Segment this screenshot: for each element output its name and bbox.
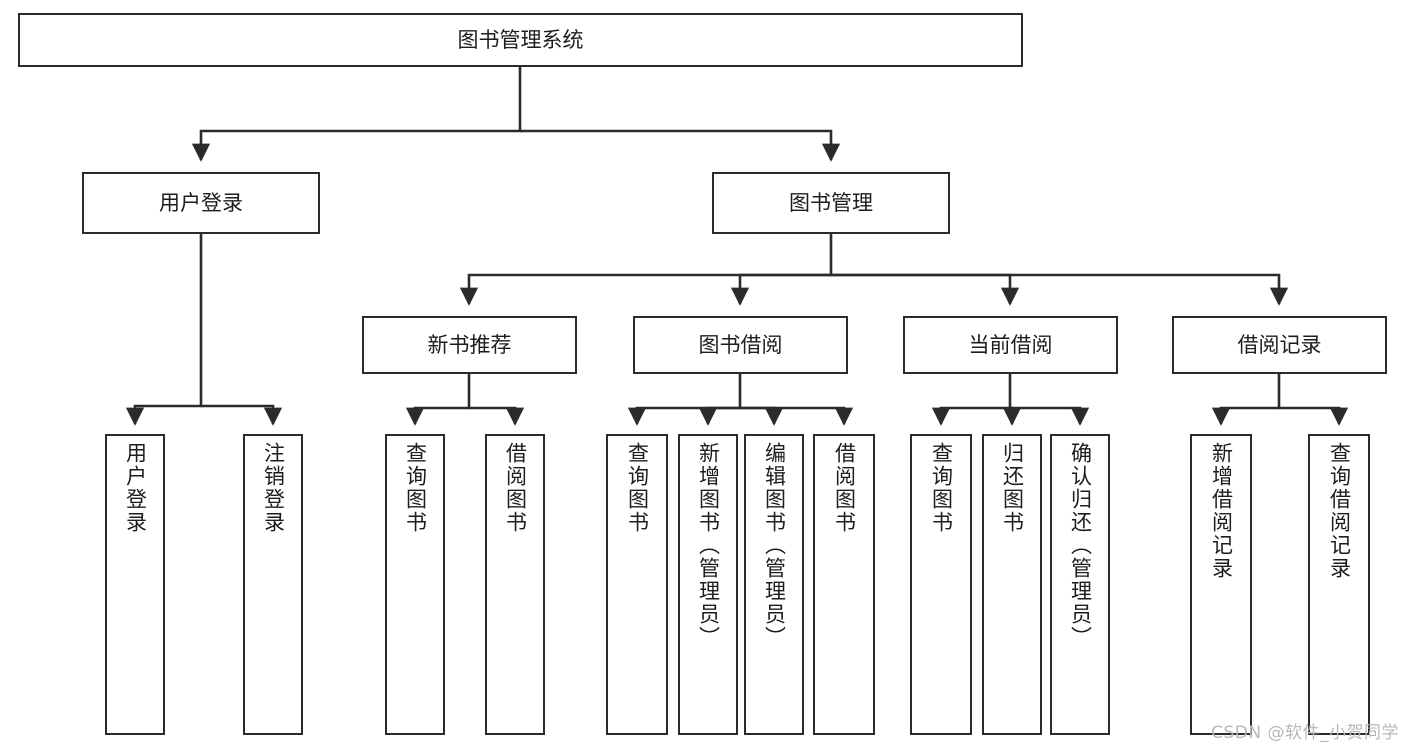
node-leaf-add-book-admin-label: 新增图书（管理员） — [696, 442, 721, 649]
node-book-borrow-label: 图书借阅 — [698, 332, 783, 357]
node-book-borrow[interactable]: 图书借阅 — [633, 316, 848, 374]
node-leaf-confirm-return[interactable]: 确认归还（管理员） — [1050, 434, 1110, 735]
node-leaf-logout-label: 注销登录 — [261, 442, 286, 534]
node-user-login[interactable]: 用户登录 — [82, 172, 320, 234]
node-leaf-edit-book-admin[interactable]: 编辑图书（管理员） — [744, 434, 804, 735]
node-leaf-query-record[interactable]: 查询借阅记录 — [1308, 434, 1370, 735]
edge-group-book-borrow — [627, 374, 854, 426]
node-leaf-add-record-label: 新增借阅记录 — [1209, 442, 1234, 580]
node-book-manage[interactable]: 图书管理 — [712, 172, 950, 234]
node-leaf-borrow-book-1-label: 借阅图书 — [503, 442, 528, 534]
node-leaf-return-book-label: 归还图书 — [1000, 442, 1025, 534]
node-leaf-query-record-label: 查询借阅记录 — [1327, 442, 1352, 580]
node-leaf-borrow-book-2-label: 借阅图书 — [832, 442, 857, 534]
node-leaf-edit-book-admin-label: 编辑图书（管理员） — [762, 442, 787, 649]
node-book-manage-label: 图书管理 — [789, 190, 873, 215]
edge-group-borrow-record — [1211, 374, 1349, 426]
node-current-borrow-label: 当前借阅 — [968, 332, 1053, 357]
node-leaf-query-book-2-label: 查询图书 — [625, 442, 650, 534]
node-leaf-query-book-1-label: 查询图书 — [403, 442, 428, 534]
edge-group-current-borrow — [931, 374, 1090, 426]
node-new-book-recommend[interactable]: 新书推荐 — [362, 316, 577, 374]
node-leaf-query-book-3-label: 查询图书 — [929, 442, 954, 534]
node-borrow-record[interactable]: 借阅记录 — [1172, 316, 1387, 374]
watermark-text: CSDN @软件_小贺同学 — [1211, 723, 1399, 743]
node-leaf-user-login[interactable]: 用户登录 — [105, 434, 165, 735]
node-leaf-borrow-book-2[interactable]: 借阅图书 — [813, 434, 875, 735]
node-leaf-logout[interactable]: 注销登录 — [243, 434, 303, 735]
node-current-borrow[interactable]: 当前借阅 — [903, 316, 1118, 374]
edge-group-user-login — [125, 234, 283, 426]
node-leaf-add-record[interactable]: 新增借阅记录 — [1190, 434, 1252, 735]
node-borrow-record-label: 借阅记录 — [1237, 332, 1322, 357]
node-leaf-query-book-1[interactable]: 查询图书 — [385, 434, 445, 735]
node-user-login-label: 用户登录 — [159, 190, 243, 215]
node-leaf-add-book-admin[interactable]: 新增图书（管理员） — [678, 434, 738, 735]
node-root-label: 图书管理系统 — [457, 27, 584, 52]
node-new-book-recommend-label: 新书推荐 — [427, 332, 512, 357]
node-leaf-query-book-3[interactable]: 查询图书 — [910, 434, 972, 735]
node-leaf-borrow-book-1[interactable]: 借阅图书 — [485, 434, 545, 735]
node-leaf-user-login-label: 用户登录 — [123, 442, 148, 534]
edge-group-book-manage — [459, 234, 1289, 306]
edge-group-root — [191, 67, 841, 162]
node-root[interactable]: 图书管理系统 — [18, 13, 1023, 67]
node-leaf-return-book[interactable]: 归还图书 — [982, 434, 1042, 735]
edge-group-new-book — [405, 374, 525, 426]
node-leaf-query-book-2[interactable]: 查询图书 — [606, 434, 668, 735]
node-leaf-confirm-return-label: 确认归还（管理员） — [1068, 442, 1093, 649]
